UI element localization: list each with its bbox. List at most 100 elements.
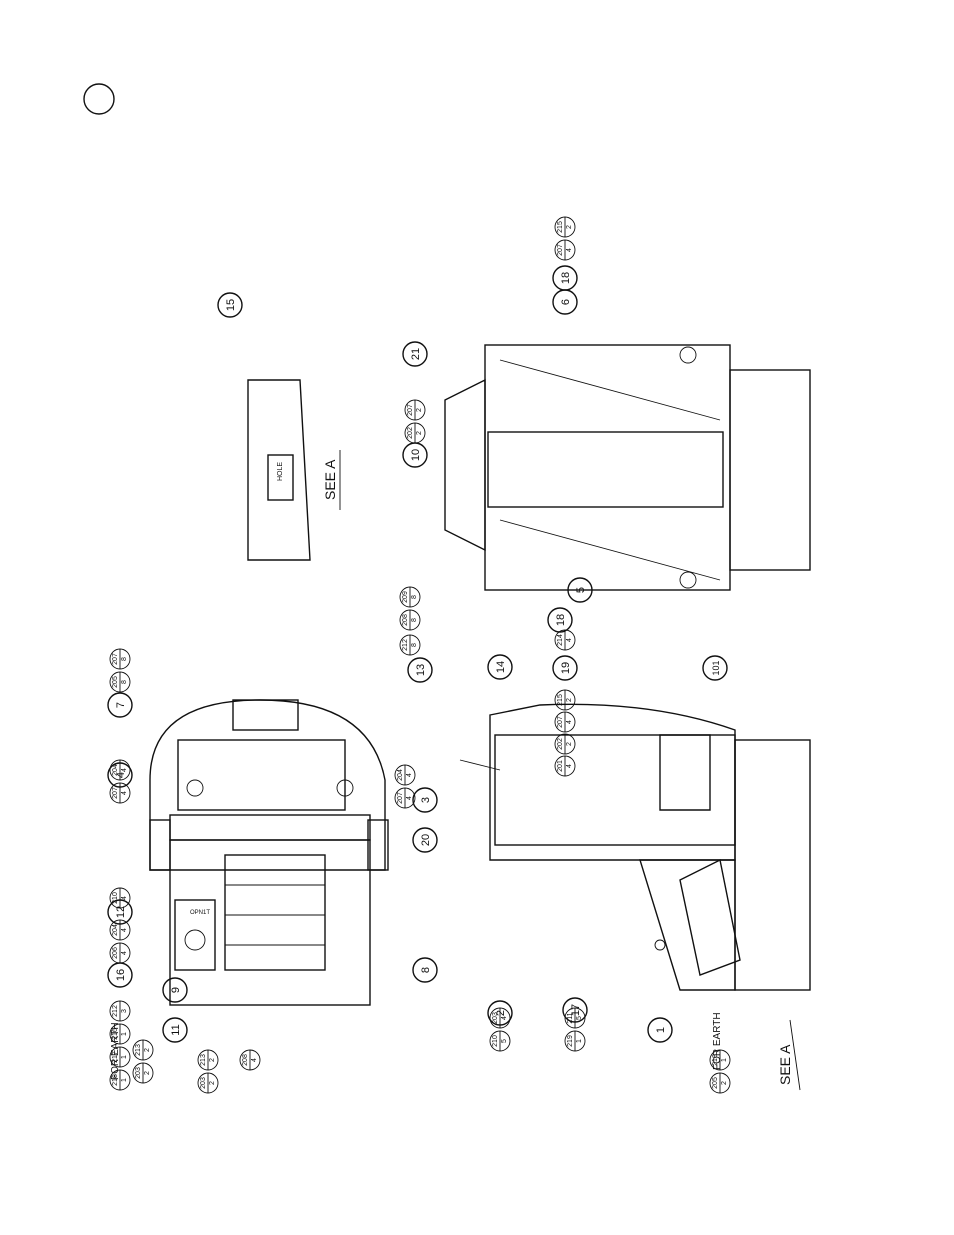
callout-10: 10 xyxy=(402,442,428,468)
top-view-control-panel xyxy=(174,899,216,971)
svg-text:19: 19 xyxy=(560,662,572,674)
balloon-part-number: 219 xyxy=(567,1035,574,1047)
svg-text:1: 1 xyxy=(655,1027,667,1033)
svg-text:18: 18 xyxy=(555,614,567,626)
balloon-quantity: 1 xyxy=(121,1078,128,1082)
balloon-part-number: 215 xyxy=(557,221,564,233)
svg-text:101: 101 xyxy=(711,660,721,675)
svg-text:6: 6 xyxy=(560,299,572,305)
balloon-quantity: 4 xyxy=(121,951,128,955)
callout-19: 19 xyxy=(552,655,578,681)
balloon-part-number: 211 xyxy=(567,1012,574,1023)
svg-text:13: 13 xyxy=(415,664,427,676)
balloon-quantity: 2 xyxy=(144,1048,151,1052)
balloon-part-number: 204 xyxy=(397,769,404,781)
top-view-monitor xyxy=(177,739,346,811)
svg-text:14: 14 xyxy=(495,661,507,673)
balloon-quantity: 8 xyxy=(121,680,128,684)
detail-body xyxy=(247,379,311,561)
for-earth-top-label: FOR EARTH xyxy=(110,1022,121,1080)
balloon-quantity: 5 xyxy=(501,1039,508,1043)
top-view-monitor-back xyxy=(232,699,299,731)
callout-13: 13 xyxy=(407,657,433,683)
svg-text:4: 4 xyxy=(115,772,127,778)
svg-text:18: 18 xyxy=(560,272,572,284)
callout-3: 3 xyxy=(412,787,438,813)
balloon-part-number: 207 xyxy=(112,787,119,799)
side-view-lever xyxy=(459,759,501,771)
balloon-quantity: 2 xyxy=(144,1071,151,1075)
balloon-quantity: 4 xyxy=(251,1058,258,1062)
page-marker-circle xyxy=(83,83,115,115)
callout-7: 7 xyxy=(107,692,133,718)
side-view-panel xyxy=(494,734,736,846)
svg-text:12: 12 xyxy=(115,906,127,918)
balloon-quantity: 3 xyxy=(121,1009,128,1013)
balloon-part-number: 205 xyxy=(112,676,119,688)
balloon-part-number: 207 xyxy=(557,716,564,728)
callout-18: 18 xyxy=(552,265,578,291)
balloon-quantity: 4 xyxy=(566,764,573,768)
balloon-part-number: 207 xyxy=(397,792,404,804)
svg-text:16: 16 xyxy=(115,969,127,981)
balloon-quantity: 2 xyxy=(566,698,573,702)
rear-view-center-column xyxy=(487,431,724,508)
svg-text:15: 15 xyxy=(225,299,237,311)
balloon-part-number: 217 xyxy=(112,1051,119,1063)
balloon-quantity: 5 xyxy=(576,1016,583,1020)
balloon-part-number: 210 xyxy=(492,1035,499,1047)
balloon-part-number: 212 xyxy=(112,1005,119,1017)
balloon-quantity: 2 xyxy=(721,1081,728,1085)
balloon-quantity: 2 xyxy=(566,742,573,746)
balloon-quantity: 8 xyxy=(121,657,128,661)
side-view-cabinet xyxy=(489,703,736,861)
side-view-seat xyxy=(679,858,741,976)
balloon-quantity: 1 xyxy=(121,1032,128,1036)
svg-text:10: 10 xyxy=(410,449,422,461)
side-view-platform xyxy=(734,739,811,991)
top-view-frame xyxy=(169,814,371,841)
balloon-quantity: 4 xyxy=(121,791,128,795)
balloon-part-number: 214 xyxy=(557,634,564,646)
svg-text:3: 3 xyxy=(420,797,432,803)
rear-view xyxy=(444,344,811,591)
balloon-quantity: 8 xyxy=(411,595,418,599)
balloon-part-number: 218 xyxy=(112,1074,119,1086)
balloon-quantity: 4 xyxy=(566,638,573,642)
balloon-quantity: 4 xyxy=(406,796,413,800)
balloon-part-number: 206 xyxy=(112,947,119,959)
top-view-left-bracket xyxy=(149,819,171,871)
top-view-base xyxy=(169,839,371,1006)
detail-see-a: HOLE SEE A xyxy=(247,379,341,561)
callout-6: 6 xyxy=(552,289,578,315)
balloon-part-number: 204 xyxy=(112,764,119,776)
callout-11: 11 xyxy=(162,1017,188,1043)
callout-101: 101 xyxy=(702,655,728,681)
balloon-quantity: 2 xyxy=(416,408,423,412)
svg-text:21: 21 xyxy=(410,348,422,360)
rear-view-frame xyxy=(484,344,731,591)
balloon-quantity: 1 xyxy=(121,1055,128,1059)
callout-20: 20 xyxy=(412,827,438,853)
see-a-side-label: SEE A xyxy=(777,1044,793,1085)
balloon-part-number: 208 xyxy=(242,1054,249,1066)
balloon-part-number: 207 xyxy=(112,653,119,665)
rear-view-base xyxy=(729,369,811,571)
